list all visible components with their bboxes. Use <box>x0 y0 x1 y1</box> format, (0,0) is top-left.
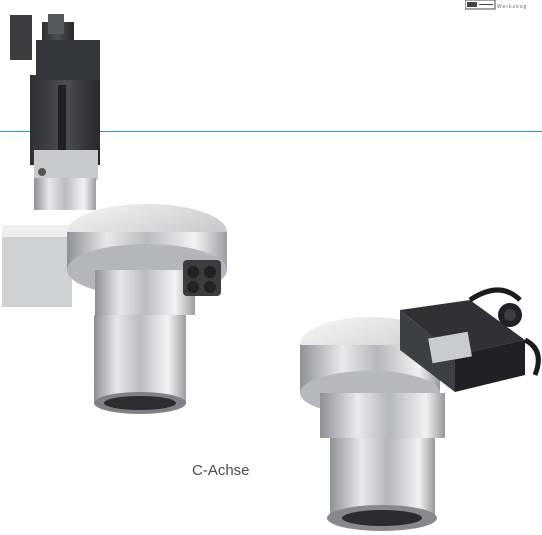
brand-logo-text: Werkzeug <box>497 4 528 10</box>
c-axis-motor <box>400 287 541 392</box>
caption-c-axis: C-Achse <box>192 462 250 479</box>
brand-logo <box>465 0 496 10</box>
motor-column <box>10 14 100 180</box>
c-axis-body <box>300 317 445 531</box>
header-divider-line <box>0 131 542 132</box>
gear-housing <box>2 168 227 414</box>
